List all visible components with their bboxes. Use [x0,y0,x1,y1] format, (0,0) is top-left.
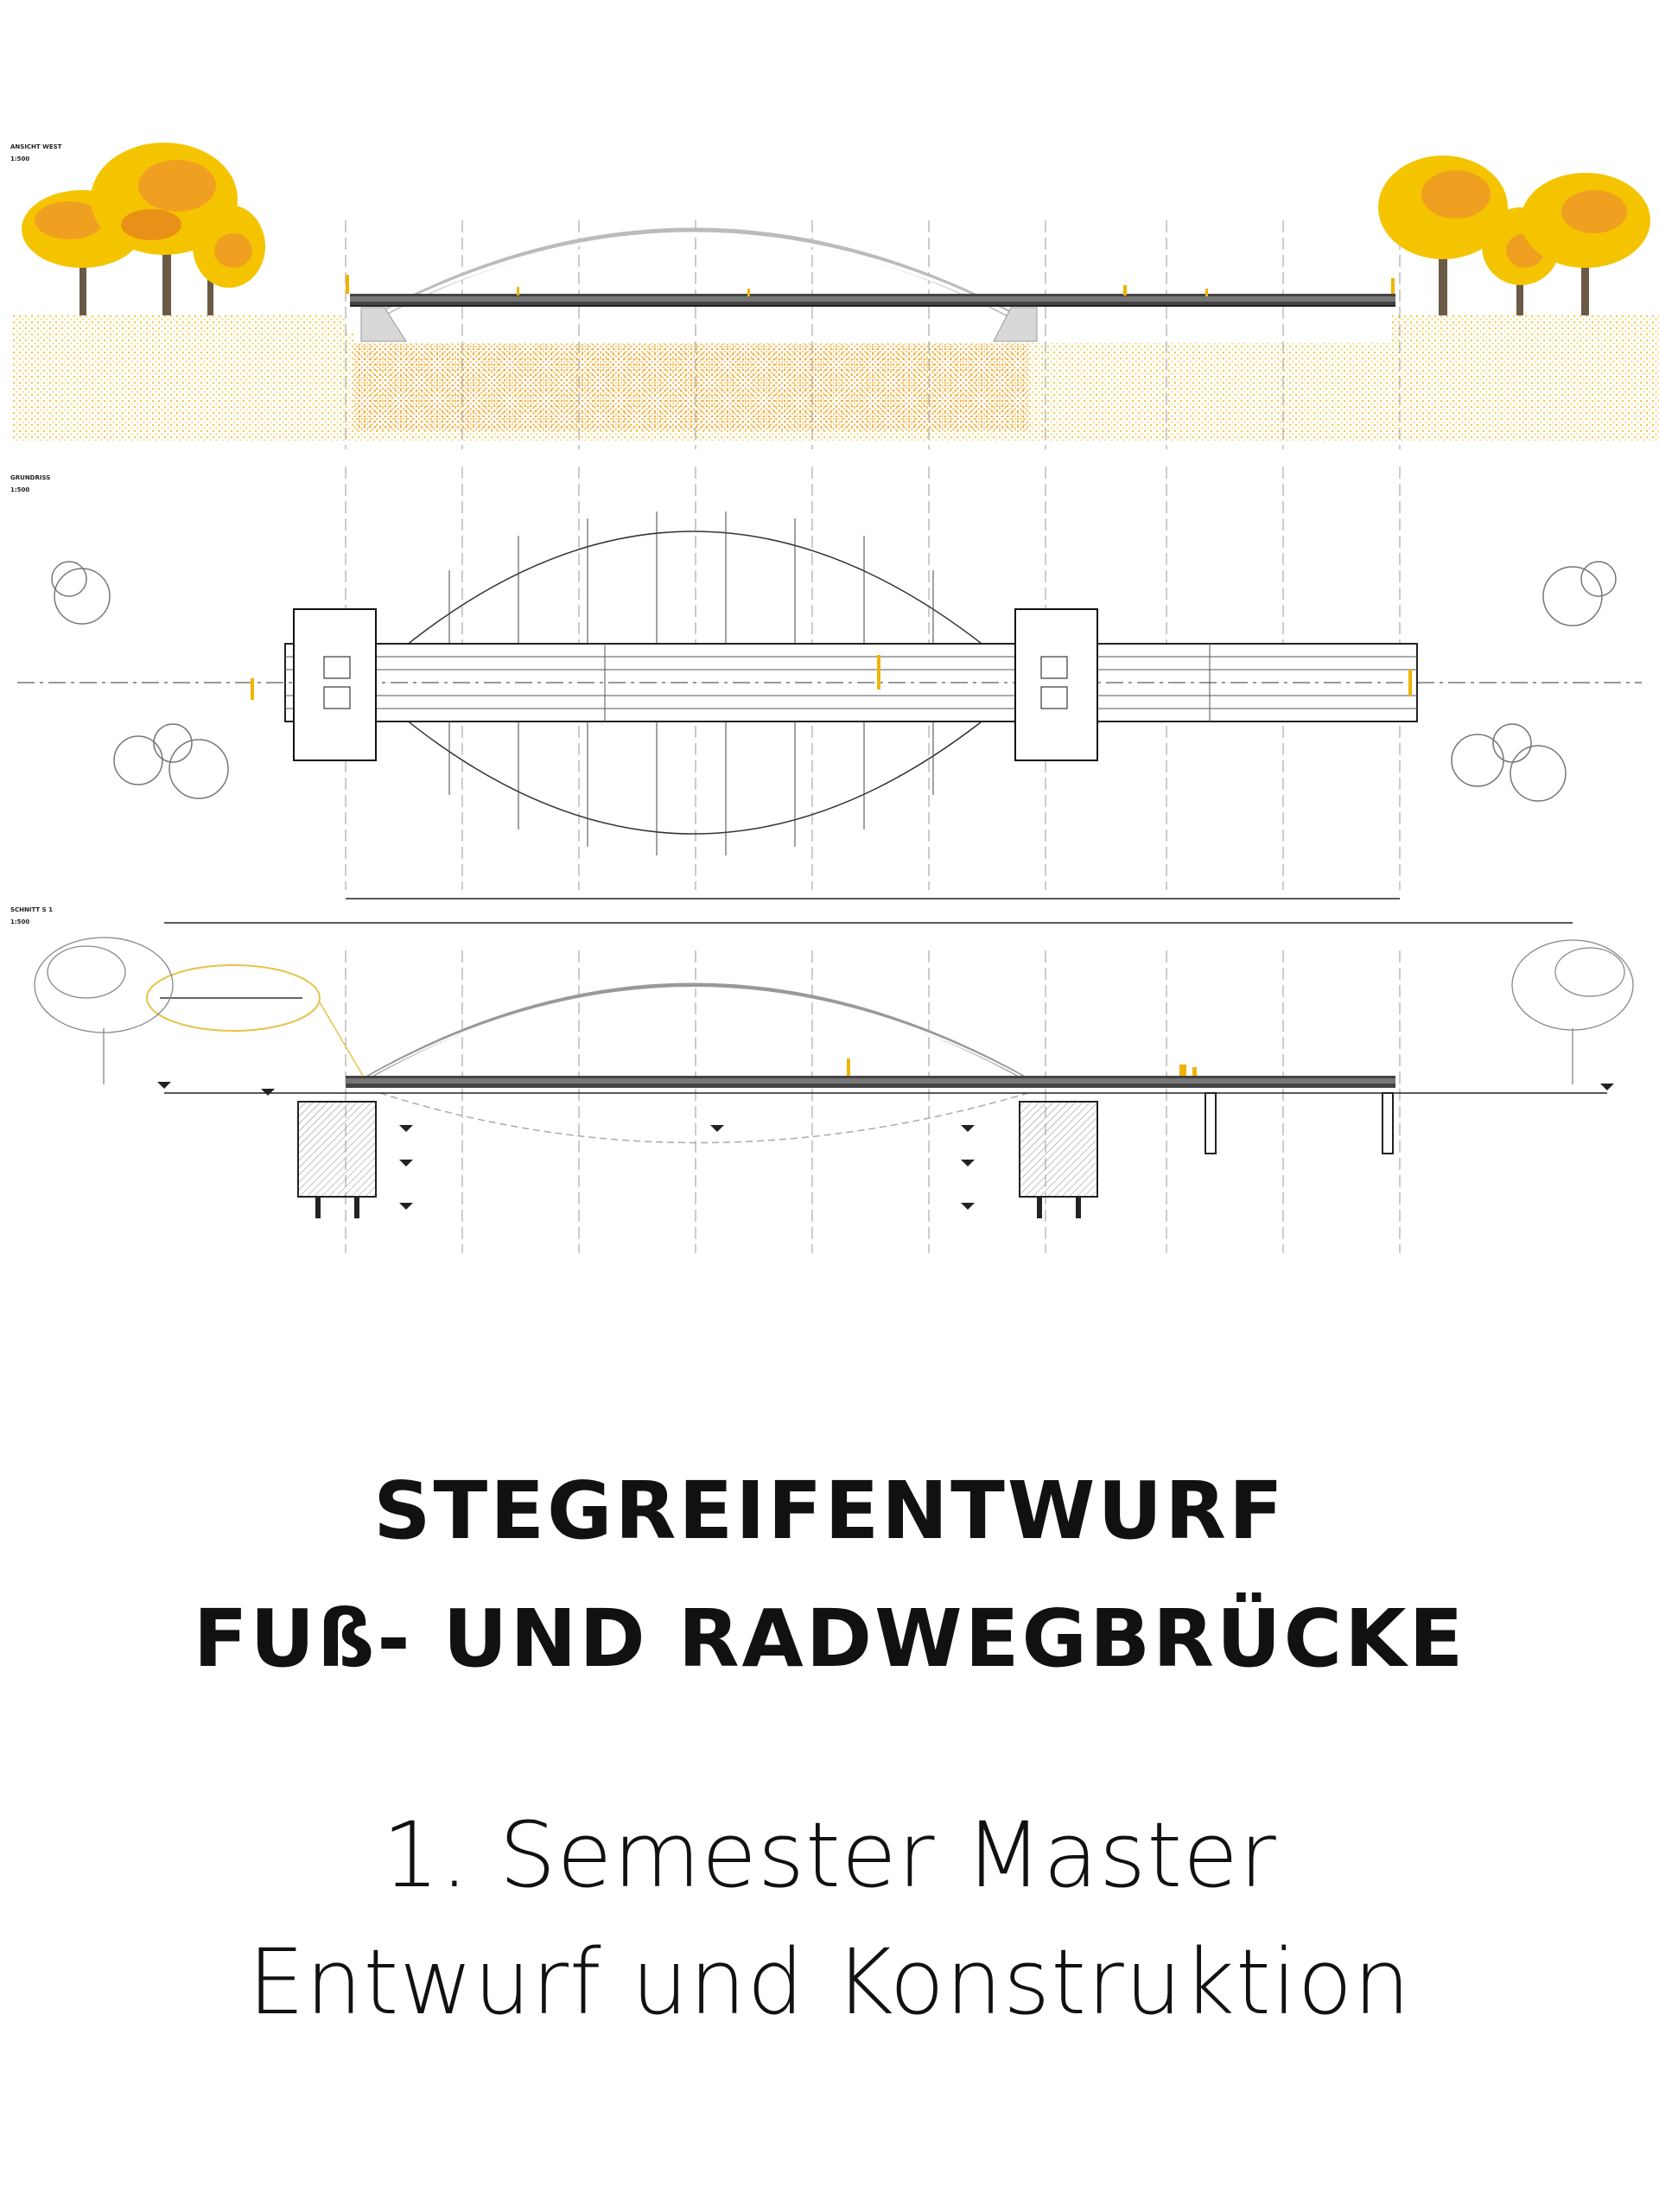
bridge-drawing: ANSICHT WEST 1:500 [10,143,1659,1253]
river-area [354,344,1028,430]
under-deck-clear [354,315,1391,343]
foundation-left [297,1101,377,1198]
people-figures [346,275,1395,296]
level-markers [157,1082,1614,1210]
detail-callout [146,964,321,1032]
abutment-left [360,307,407,342]
pier-2 [1382,1092,1394,1154]
abutment-right-plan [1014,608,1098,761]
view-scale: 1:500 [10,156,29,162]
deck-plan-lines [285,644,1417,721]
markers-plan [251,655,1412,700]
grid-lines-elevation [345,220,1401,449]
view-section: SCHNITT S 1 1:500 [10,906,1634,1253]
view-elevation-west: ANSICHT WEST 1:500 [10,143,1659,449]
ground-left [12,315,346,441]
title-line-1: STEGREIFENTWURF [373,1465,1286,1557]
shrubs-plan [51,561,1617,802]
view-scale: 1:500 [10,918,29,925]
arch-section [361,982,1030,1083]
abutment-left-plan [293,608,377,761]
trees-section [34,937,1634,1084]
subtitle-line-2: Entwurf und Konstruktion [247,1929,1412,2035]
view-scale: 1:500 [10,486,29,493]
title-line-2: FUß- UND RADWEGBRÜCKE [193,1592,1466,1685]
subtitle-line-1: 1. Semester Master [382,1802,1277,1908]
ground-right [1391,315,1659,441]
foundation-right [1019,1101,1098,1198]
grid-lines-section [345,950,1401,1253]
abutment-right [993,307,1038,342]
pier-1 [1205,1092,1217,1154]
markers-section [847,1058,1197,1076]
trees-right [1378,156,1650,315]
view-title: SCHNITT S 1 [10,906,53,913]
view-title: GRUNDRISS [10,474,50,481]
view-title: ANSICHT WEST [10,143,62,150]
trees-left [22,143,265,315]
view-plan: GRUNDRISS 1:500 [10,467,1642,924]
